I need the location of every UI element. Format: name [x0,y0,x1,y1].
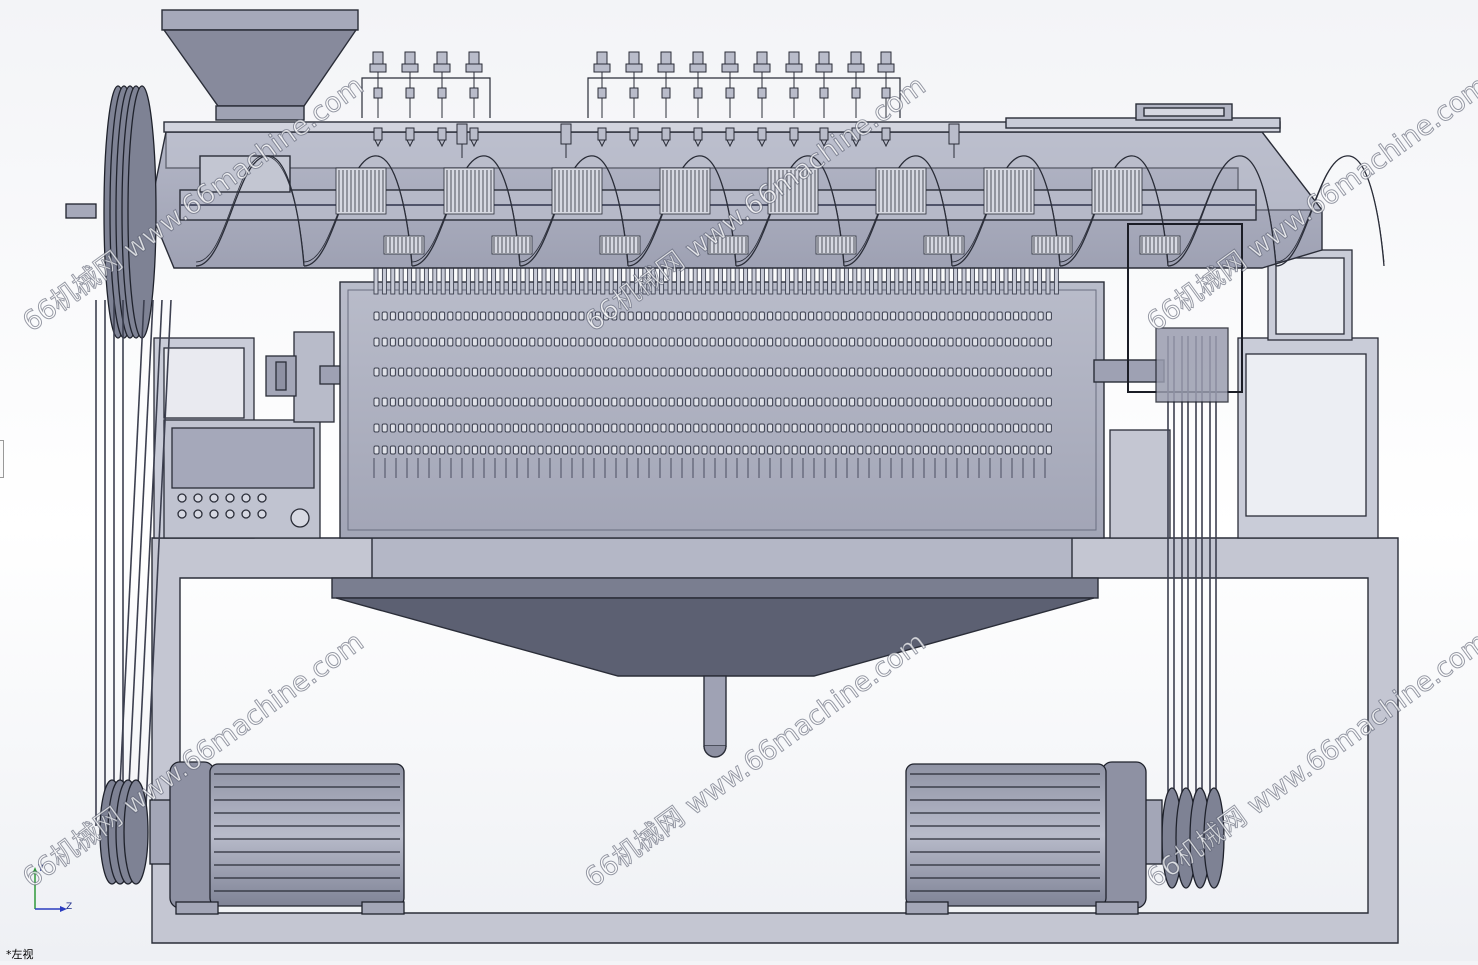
right-housing [1109,249,1379,539]
drum-bearing-left [265,331,351,423]
drive-pulley-left [65,85,172,885]
axis-z-label: Z [66,902,73,912]
screw-trough [149,103,1385,393]
filter-drum [339,281,1165,539]
drive-belt-right [1155,327,1229,889]
motor-left [149,761,405,915]
panel-edge-tab[interactable] [0,440,4,478]
axis-triad: Y Z [22,862,82,922]
axis-y-label: Y [38,864,44,874]
spray-manifold-left [361,77,491,118]
control-panel [153,337,321,539]
motor-right [905,761,1163,915]
collection-hopper [331,577,1099,758]
spray-manifold-right [587,77,901,118]
base-frame [151,537,1399,944]
view-orientation-label: *左视 [6,948,34,961]
feed-hopper [161,9,359,121]
